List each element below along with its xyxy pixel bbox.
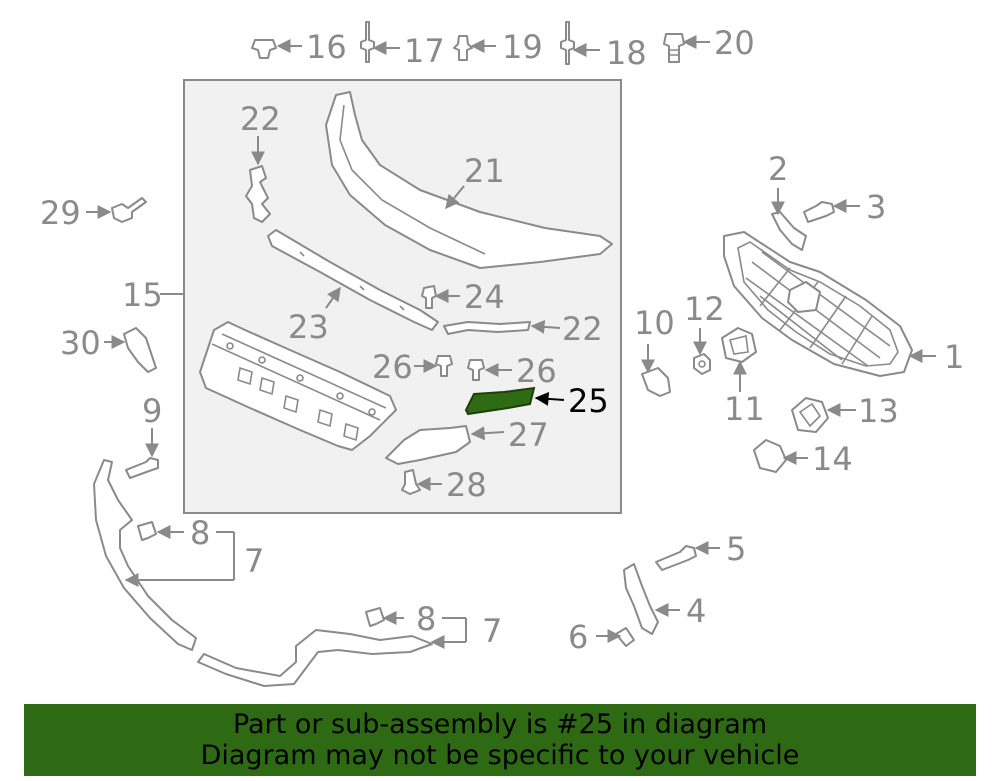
grommet-12 (693, 353, 711, 375)
bolt-5 (655, 545, 697, 571)
callout-14: 14 (812, 440, 853, 478)
callout-27: 27 (508, 416, 549, 454)
bolt-3 (803, 201, 835, 223)
callout-15: 15 (122, 276, 163, 314)
highlighted-part-25 (464, 386, 536, 416)
callout-8-lower: 8 (416, 600, 436, 638)
emblem-13 (791, 397, 829, 433)
callout-19: 19 (502, 28, 543, 66)
clip-8-upper (137, 521, 157, 541)
callout-28: 28 (446, 466, 487, 504)
callout-6: 6 (568, 618, 588, 656)
callout-12: 12 (684, 290, 725, 328)
callout-29: 29 (40, 194, 81, 232)
bolt-17 (360, 21, 375, 63)
bolt-9 (125, 457, 159, 479)
callout-13: 13 (858, 392, 899, 430)
callout-24: 24 (464, 278, 505, 316)
callout-11: 11 (724, 390, 765, 428)
callout-16: 16 (306, 28, 347, 66)
bracket-22-left (245, 165, 271, 223)
callout-5: 5 (726, 530, 746, 568)
banner-line-1: Part or sub-assembly is #25 in diagram (232, 709, 768, 740)
callout-22-top: 22 (240, 100, 281, 138)
bracket-30 (123, 327, 157, 373)
callout-22-right: 22 (562, 310, 603, 348)
callout-1: 1 (944, 338, 964, 376)
clip-16 (251, 39, 277, 59)
callout-4: 4 (686, 592, 706, 630)
callout-30: 30 (60, 324, 101, 362)
cap-14 (753, 439, 787, 473)
callout-26-left: 26 (372, 348, 413, 386)
clip-28 (401, 469, 421, 495)
callout-25: 25 (568, 382, 609, 420)
upper-molding-21 (325, 91, 613, 269)
callout-8-upper: 8 (190, 514, 210, 552)
bolt-20 (663, 33, 685, 63)
callout-23: 23 (288, 308, 329, 346)
callout-18: 18 (606, 34, 647, 72)
callout-2: 2 (768, 150, 788, 188)
clip-26-right (467, 359, 485, 381)
strip-22-right (443, 321, 531, 335)
molding-23 (267, 229, 439, 331)
leader-lines (86, 35, 936, 649)
cover-10 (641, 367, 671, 397)
callout-26-right: 26 (516, 352, 557, 390)
callout-17: 17 (404, 32, 445, 70)
callout-3: 3 (866, 188, 886, 226)
clip-26-left (435, 355, 453, 377)
lower-trim-7 (93, 459, 433, 687)
callout-7-upper: 7 (244, 542, 264, 580)
clip-19 (453, 35, 473, 61)
notice-banner: Part or sub-assembly is #25 in diagram D… (24, 704, 976, 776)
bracket-11 (721, 327, 757, 363)
callout-9: 9 (142, 392, 162, 430)
bracket-2 (771, 211, 807, 251)
callout-10: 10 (634, 304, 675, 342)
clip-8-lower (365, 607, 385, 627)
callout-21: 21 (464, 152, 505, 190)
banner-line-2: Diagram may not be specific to your vehi… (200, 740, 800, 771)
deflector-27 (385, 425, 471, 465)
grille-1 (723, 231, 913, 377)
bracket-4 (623, 563, 659, 635)
callout-7-lower: 7 (482, 612, 502, 650)
bolt-29 (111, 197, 147, 223)
reinforcement-panel (199, 321, 397, 451)
bolt-18 (560, 21, 575, 65)
callout-20: 20 (714, 24, 755, 62)
